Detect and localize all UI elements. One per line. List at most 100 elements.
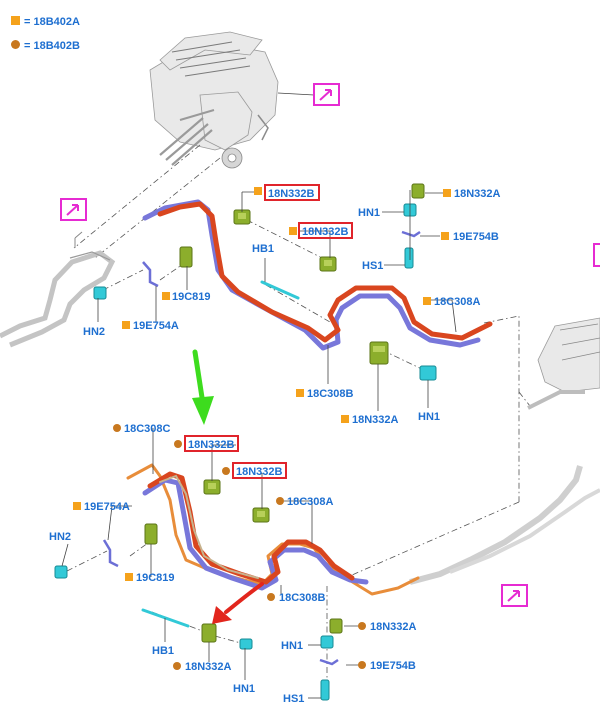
highlight-box <box>298 222 353 239</box>
circle-marker-icon <box>358 661 366 669</box>
part-label-18c308b: 18C308B <box>307 388 354 400</box>
legend-item-square: = 18B402A <box>24 16 80 28</box>
ghost-left-mount <box>0 231 116 348</box>
upper-red-pipe <box>157 201 493 343</box>
bracket-icon <box>233 209 251 225</box>
part-label-19e754b: 19E754B <box>453 231 499 243</box>
part-label-18n332a: 18N332A <box>352 414 399 426</box>
part-label-18c308a: 18C308A <box>287 496 334 508</box>
clip-icon <box>54 565 68 579</box>
clip-icon <box>401 230 421 238</box>
square-marker-icon <box>73 502 81 510</box>
highlight-box <box>184 435 239 452</box>
clip-icon <box>320 635 334 649</box>
ghost-right-component <box>527 317 600 410</box>
clip-icon <box>404 247 414 269</box>
bracket-icon <box>179 246 193 268</box>
part-label-19e754a: 19E754A <box>133 320 179 332</box>
part-label-19e754a: 19E754A <box>84 501 130 513</box>
part-label-hs1: HS1 <box>283 693 304 705</box>
circle-marker-icon <box>174 440 182 448</box>
part-label-18c308b: 18C308B <box>279 592 326 604</box>
part-label-19e754b: 19E754B <box>370 660 416 672</box>
part-label-18c308a: 18C308A <box>434 296 481 308</box>
lower-blue-pipe <box>142 477 369 591</box>
green-callout-arrow <box>192 349 214 425</box>
view-direction-arrow-icon <box>319 89 332 101</box>
part-label-hn2: HN2 <box>49 531 71 543</box>
clip-icon <box>319 658 339 666</box>
clip-icon <box>102 539 119 568</box>
clip-icon <box>93 286 107 300</box>
part-label-hs1: HS1 <box>362 260 383 272</box>
bracket-icon <box>203 479 221 495</box>
square-marker-icon <box>11 16 20 25</box>
part-label-18c308c: 18C308C <box>124 423 171 435</box>
part-label-18n332b: 18N332B <box>188 439 235 451</box>
part-label-hn1: HN1 <box>418 411 440 423</box>
part-label-hn1: HN1 <box>233 683 255 695</box>
part-label-hn2: HN2 <box>83 326 105 338</box>
bracket-icon <box>252 507 270 523</box>
square-marker-icon <box>122 321 130 329</box>
clip-icon <box>419 365 437 381</box>
view-marker-bottom <box>501 584 528 607</box>
red-callout-arrow <box>212 582 264 624</box>
part-label-18n332a: 18N332A <box>370 621 417 633</box>
part-label-18n332b: 18N332B <box>236 466 283 478</box>
circle-marker-icon <box>11 40 20 49</box>
down-arrow-icon <box>192 349 206 407</box>
square-marker-icon <box>423 297 431 305</box>
bracket-icon <box>319 256 337 272</box>
square-marker-icon <box>289 227 297 235</box>
components <box>54 183 437 701</box>
square-marker-icon <box>341 415 349 423</box>
square-marker-icon <box>125 573 133 581</box>
part-label-18n332a: 18N332A <box>185 661 232 673</box>
ghost-right-lower-pipe <box>409 465 600 585</box>
highlight-box <box>232 462 287 479</box>
circle-marker-icon <box>113 424 121 432</box>
part-label-hb1: HB1 <box>252 243 274 255</box>
part-label-18n332b: 18N332B <box>302 226 349 238</box>
legend-item-circle: = 18B402B <box>24 40 80 52</box>
bracket-icon <box>329 618 343 634</box>
circle-marker-icon <box>358 622 366 630</box>
clip-icon <box>239 638 253 650</box>
clip-icon <box>142 261 159 288</box>
view-direction-arrow-icon <box>507 590 520 602</box>
part-label-19c819: 19C819 <box>172 291 211 303</box>
lower-labels: 18C308C 18N332B 18N332B 18C308A 19E754A … <box>49 423 417 705</box>
square-marker-icon <box>441 232 449 240</box>
view-marker-edge <box>593 243 600 267</box>
square-marker-icon <box>296 389 304 397</box>
part-label-19c819: 19C819 <box>136 572 175 584</box>
engine-assembly-illustration <box>149 31 315 169</box>
bracket-icon <box>144 523 158 545</box>
square-marker-icon <box>162 292 170 300</box>
part-label-18n332b: 18N332B <box>268 188 315 200</box>
bracket-icon <box>369 341 389 365</box>
view-marker-left <box>60 198 87 221</box>
part-label-18n332a: 18N332A <box>454 188 501 200</box>
part-label-hb1: HB1 <box>152 645 174 657</box>
lower-pipe-assembly <box>126 463 420 596</box>
bracket-icon <box>201 623 217 643</box>
upper-pipe-assembly <box>142 199 493 351</box>
circle-marker-icon <box>173 662 181 670</box>
circle-marker-icon <box>267 593 275 601</box>
view-direction-arrow-icon <box>66 204 79 216</box>
upper-labels: 18N332B 18N332B 18N332A HN1 19E754B HS1 … <box>83 184 501 426</box>
part-label-hn1: HN1 <box>281 640 303 652</box>
square-marker-icon <box>443 189 451 197</box>
lower-red-pipe <box>147 471 355 585</box>
bracket-icon <box>411 183 425 199</box>
view-marker-top <box>313 83 340 106</box>
curved-arrow-icon <box>224 582 264 614</box>
square-marker-icon <box>254 187 262 195</box>
lower-tan-pipe <box>159 474 259 579</box>
bolt-icon <box>141 608 190 628</box>
bolt-icon <box>260 280 300 300</box>
part-label-hn1: HN1 <box>358 207 380 219</box>
